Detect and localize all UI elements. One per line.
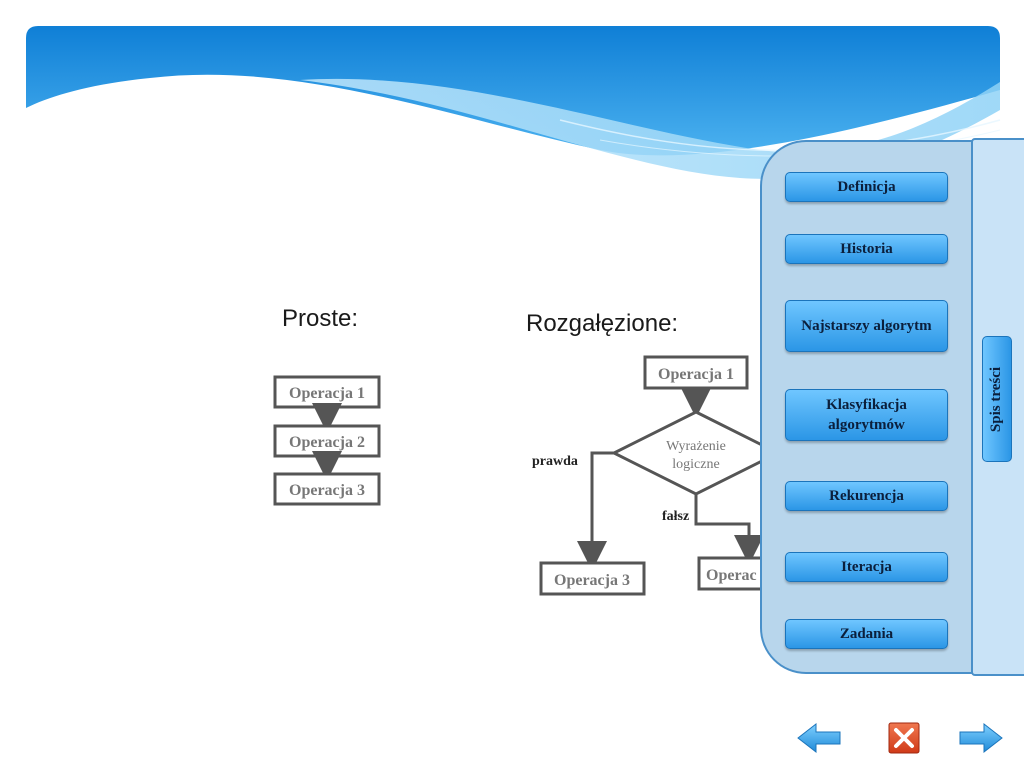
true-label: prawda	[532, 454, 578, 469]
false-label: fałsz	[662, 509, 689, 524]
simple-op3-box	[273, 472, 381, 506]
condition-line2: logiczne	[672, 457, 719, 472]
branch-op1-text: Operacja 1	[658, 366, 734, 383]
branch-op3-box	[539, 561, 646, 596]
toc-item-rekurencja[interactable]: Rekurencja	[785, 481, 948, 511]
branch-op1-box	[643, 355, 749, 390]
branch-op3-text: Operacja 3	[554, 572, 630, 589]
simple-op1-text: Operacja 1	[289, 385, 365, 402]
toc-item-klasyfikacja-algorytmow[interactable]: Klasyfikacja algorytmów	[785, 389, 948, 441]
simple-op1-box	[273, 375, 381, 409]
toc-toggle-button[interactable]: Spis treści	[982, 336, 1012, 462]
close-icon[interactable]	[888, 722, 920, 754]
branching-flowchart: Operacja 1 Wyrażenie logiczne prawda fał…	[532, 355, 804, 596]
arrow-left-icon[interactable]	[796, 722, 842, 754]
arrow-right-icon[interactable]	[958, 722, 1004, 754]
toc-toggle-label: Spis treści	[988, 366, 1005, 432]
toc-item-najstarszy-algorytm[interactable]: Najstarszy algorytm	[785, 300, 948, 352]
branching-heading: Rozgałęzione:	[526, 310, 679, 337]
condition-line1: Wyrażenie	[666, 439, 726, 454]
simple-op3-text: Operacja 3	[289, 482, 365, 499]
simple-flowchart: Operacja 1 Operacja 2 Operacja 3	[273, 375, 381, 506]
toc-item-historia[interactable]: Historia	[785, 234, 948, 264]
simple-heading: Proste:	[282, 305, 359, 332]
toc-item-iteracja[interactable]: Iteracja	[785, 552, 948, 582]
simple-op2-text: Operacja 2	[289, 434, 365, 451]
branch-op2-text: Operac	[706, 567, 757, 584]
toc-item-definicja[interactable]: Definicja	[785, 172, 948, 202]
toc-item-zadania[interactable]: Zadania	[785, 619, 948, 649]
